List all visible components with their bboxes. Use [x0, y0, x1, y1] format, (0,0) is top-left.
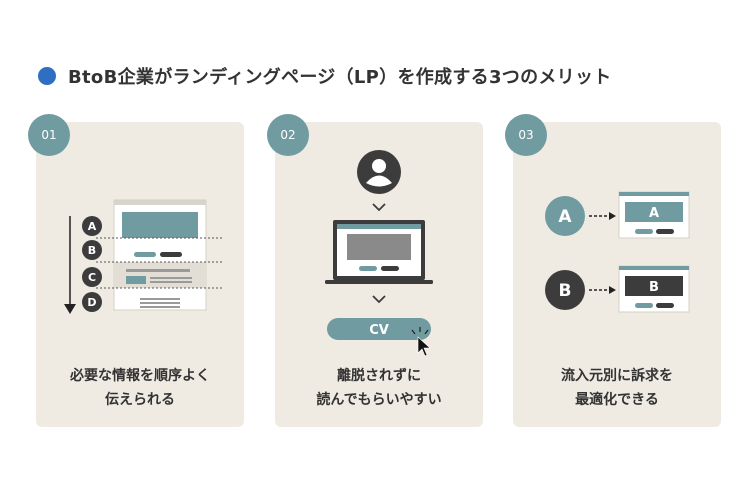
step-label-b: B	[88, 244, 96, 257]
caption-line: 離脱されずに	[337, 368, 421, 384]
ab-variant-illustration: A A B B	[545, 191, 690, 313]
arrow-right-icon	[609, 212, 616, 220]
hero-label-a: A	[649, 206, 659, 221]
caption-line: 流入元別に訴求を	[561, 368, 673, 384]
card-caption: 離脱されずに 読んでもらいやすい	[275, 364, 483, 412]
hero-block-a	[625, 202, 683, 222]
benefit-card-3: 03 A A B B 流入元別に訴求を 最適化できる	[505, 114, 721, 427]
page-header-bar	[114, 200, 206, 205]
mock-button-1	[359, 266, 377, 271]
benefit-card-2: 02 CV 離脱されずに 読んでもらいやすい	[267, 114, 483, 427]
text-line	[150, 281, 192, 283]
step-circle-a	[82, 216, 102, 236]
chevron-down-icon	[372, 295, 386, 304]
mock-button-2	[160, 252, 182, 257]
card-caption: 必要な情報を順序よく 伝えられる	[36, 364, 244, 412]
step-circle-c	[82, 267, 102, 287]
cv-button	[327, 318, 431, 340]
mock-button-2	[381, 266, 399, 271]
variant-label-a: A	[558, 207, 572, 227]
title-bullet-icon	[38, 67, 56, 85]
laptop-base	[325, 280, 433, 284]
caption-line: 読んでもらいやすい	[316, 392, 442, 408]
page-header-bar	[619, 266, 689, 270]
step-label-c: C	[88, 271, 96, 284]
step-circle-b	[82, 240, 102, 260]
mock-button-1	[635, 303, 653, 308]
text-line	[140, 298, 180, 300]
caption-line: 必要な情報を順序よく	[70, 368, 210, 384]
card-number-badge: 01	[28, 114, 70, 156]
card-caption: 流入元別に訴求を 最適化できる	[513, 364, 721, 412]
hero-block	[122, 212, 198, 238]
screen-header-bar	[337, 224, 421, 229]
gray-section	[114, 262, 206, 288]
cv-label: CV	[369, 323, 389, 338]
image-block	[126, 276, 146, 284]
step-circle-d	[82, 292, 102, 312]
text-line	[140, 306, 180, 308]
text-line	[150, 277, 192, 279]
hero-label-b: B	[649, 280, 659, 295]
mock-button-1	[635, 229, 653, 234]
chevron-down-icon	[372, 203, 386, 212]
caption-line: 伝えられる	[105, 392, 175, 408]
screen-hero-block	[347, 234, 411, 260]
user-icon-body	[366, 175, 392, 187]
benefit-card-1: 01 A B C D 必要な情報を順序よく 伝えられる	[28, 114, 244, 427]
page-title: BtoB企業がランディングページ（LP）を作成する3つのメリット	[68, 67, 612, 88]
mock-button-2	[656, 229, 674, 234]
caption-line: 最適化できる	[575, 392, 659, 408]
user-icon-head	[372, 159, 386, 173]
text-line	[140, 302, 180, 304]
variant-circle-b	[545, 270, 585, 310]
variant-circle-a	[545, 196, 585, 236]
text-line	[126, 269, 190, 272]
variant-label-b: B	[559, 281, 572, 301]
retention-illustration: CV	[325, 150, 433, 357]
arrow-right-icon	[609, 286, 616, 294]
hero-block-b	[625, 276, 683, 296]
sequential-page-illustration: A B C D	[64, 199, 224, 314]
down-arrow-head	[64, 304, 76, 314]
pointer-click-icon	[411, 327, 431, 357]
step-label-a: A	[88, 220, 97, 233]
step-label-d: D	[87, 296, 96, 309]
page-header-bar	[619, 192, 689, 196]
card-number-badge: 02	[267, 114, 309, 156]
mock-button-2	[656, 303, 674, 308]
title-row: BtoB企業がランディングページ（LP）を作成する3つのメリット	[38, 62, 612, 90]
mock-button-1	[134, 252, 156, 257]
card-number-badge: 03	[505, 114, 547, 156]
